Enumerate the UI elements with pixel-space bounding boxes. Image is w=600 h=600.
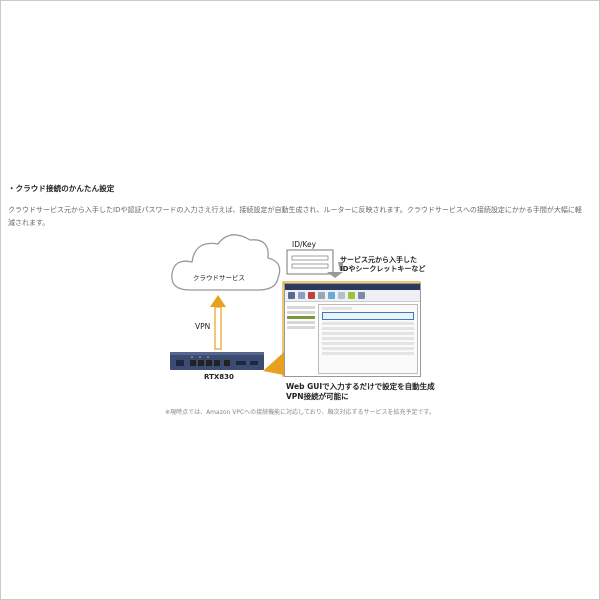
idkey-card <box>286 249 334 275</box>
gui-toolbar <box>285 290 420 302</box>
gui-form-panel <box>318 304 418 374</box>
gui-notice-box <box>322 312 414 320</box>
vpn-tunnel <box>214 306 222 350</box>
router-device <box>170 352 264 370</box>
gui-sidebar-item-active <box>287 316 315 319</box>
diagram-caption: Web GUIで入力するだけで設定を自動生成 VPN接続が可能に <box>286 382 435 402</box>
gui-form-row <box>322 352 414 355</box>
gui-main-panel <box>318 304 418 374</box>
settings-icon <box>318 292 325 299</box>
gui-title-bar <box>285 284 420 290</box>
network-icon <box>308 292 315 299</box>
cloud-icon <box>171 234 281 291</box>
status-icon <box>298 292 305 299</box>
gui-sidebar-item <box>287 306 315 309</box>
section-heading: ・クラウド接続のかんたん設定 <box>8 184 115 193</box>
gui-form-row <box>322 327 414 330</box>
callout-triangle <box>263 352 284 375</box>
gui-sidebar <box>287 304 315 374</box>
gui-form-row <box>322 332 414 335</box>
cloud-icon-small <box>328 292 335 299</box>
help-icon <box>358 292 365 299</box>
service-label-line2: IDやシークレットキーなど <box>340 265 426 273</box>
gui-form-row <box>322 342 414 345</box>
service-label: サービス元から入手した IDやシークレットキーなど <box>340 256 425 274</box>
gui-form-row <box>322 337 414 340</box>
router-label: RTX830 <box>204 373 234 381</box>
active-menu-icon <box>348 292 355 299</box>
section-description: クラウドサービス元から入手したIDや認証パスワードの入力さえ行えば、接続設定が自… <box>8 206 582 227</box>
idkey-label: ID/Key <box>292 240 317 249</box>
cloud-label: クラウドサービス <box>193 274 245 282</box>
service-label-line1: サービス元から入手した <box>340 256 417 264</box>
gui-sidebar-item <box>287 321 315 324</box>
vpn-arrow-head <box>210 295 226 307</box>
home-icon <box>288 292 295 299</box>
gui-form-row <box>322 347 414 350</box>
vpn-label: VPN <box>195 322 211 331</box>
gui-sidebar-item <box>287 326 315 329</box>
gui-form-row <box>322 322 414 325</box>
caption-line2: VPN接続が可能に <box>286 392 349 401</box>
gui-sidebar-item <box>287 311 315 314</box>
web-gui-screenshot <box>284 283 421 377</box>
footnote: ※現時点では、Amazon VPCへの接続機能に対応しており、順次対応するサービ… <box>165 409 435 416</box>
vpn-icon <box>338 292 345 299</box>
caption-line1: Web GUIで入力するだけで設定を自動生成 <box>286 382 435 391</box>
input-arrow <box>338 262 343 271</box>
gui-form-row <box>322 307 352 310</box>
